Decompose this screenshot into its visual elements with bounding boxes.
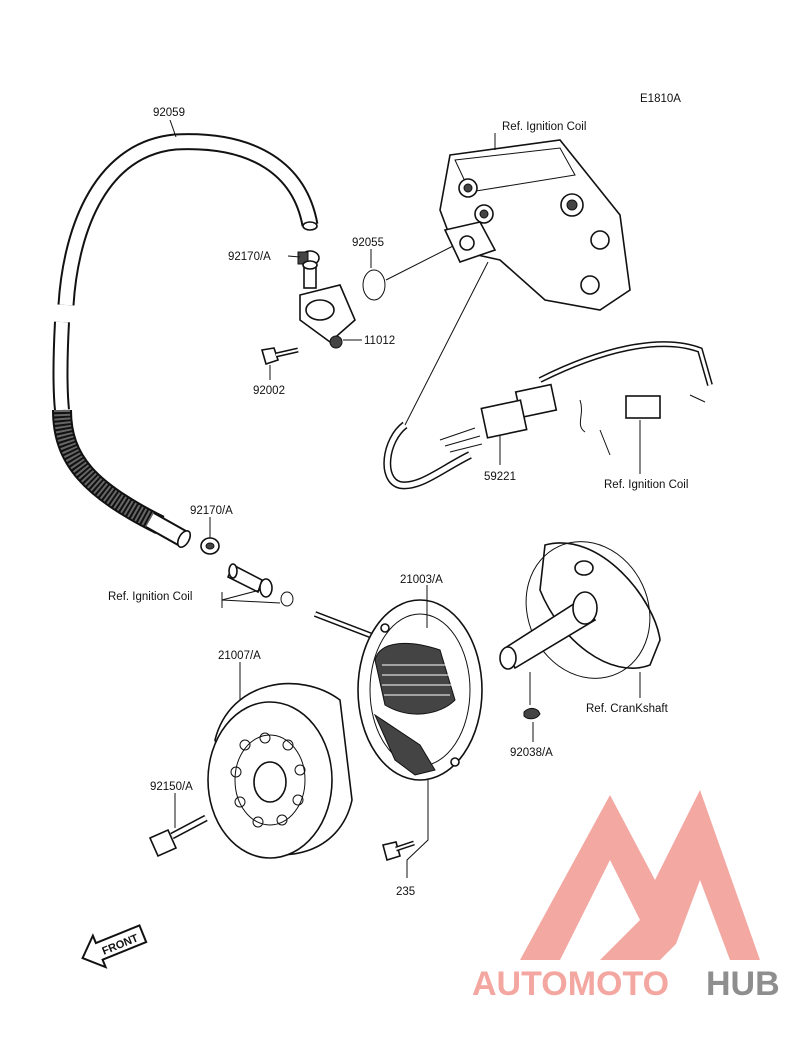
flywheel-21007a bbox=[207, 682, 353, 859]
key-92038a bbox=[523, 707, 541, 720]
bolt-235 bbox=[382, 840, 415, 862]
label-11012: 11012 bbox=[364, 335, 395, 347]
label-92150a: 92150/A bbox=[150, 781, 193, 793]
fitting-11012 bbox=[299, 260, 356, 349]
label-21003a: 21003/A bbox=[400, 574, 443, 586]
ignition-coil-housing bbox=[439, 139, 631, 311]
watermark-text-primary: AUTOMOTO bbox=[472, 965, 669, 1003]
label-92059: 92059 bbox=[153, 107, 185, 119]
wire-harness-59221 bbox=[383, 261, 713, 490]
label-ref-ignition-coil-right: Ref. Ignition Coil bbox=[604, 479, 688, 491]
nipple-fitting bbox=[226, 563, 294, 607]
label-92170a-top: 92170/A bbox=[228, 251, 271, 263]
label-59221: 59221 bbox=[484, 471, 516, 483]
hose-92059 bbox=[52, 133, 319, 548]
stator-21003a bbox=[313, 599, 483, 781]
diagram-id: E1810A bbox=[640, 93, 681, 105]
front-arrow-icon: FRONT bbox=[81, 924, 148, 969]
bolt-92002 bbox=[260, 347, 299, 366]
leader-235 bbox=[406, 780, 429, 878]
clamp-92170a-mid bbox=[200, 537, 220, 555]
oring-92055 bbox=[362, 269, 386, 301]
watermark-text-secondary: HUB bbox=[706, 965, 780, 1003]
watermark-logo bbox=[520, 790, 760, 960]
leader-ref-ignition-coil-left bbox=[221, 589, 281, 608]
line-oring-to-head bbox=[385, 244, 456, 281]
label-ref-crankshaft: Ref. CranKshaft bbox=[586, 703, 669, 715]
label-92002: 92002 bbox=[253, 385, 285, 397]
label-92170a-mid: 92170/A bbox=[190, 505, 233, 517]
leader-92170a-top bbox=[287, 255, 301, 258]
label-ref-ignition-coil-top: Ref. Ignition Coil bbox=[502, 121, 586, 133]
label-235: 235 bbox=[396, 886, 415, 898]
label-21007a: 21007/A bbox=[218, 650, 261, 662]
bolt-92150a bbox=[148, 814, 208, 858]
label-92055: 92055 bbox=[352, 237, 384, 249]
leader-92059 bbox=[169, 119, 177, 138]
label-92038a: 92038/A bbox=[510, 747, 553, 759]
crankshaft-ref bbox=[499, 541, 661, 679]
label-ref-ignition-coil-left: Ref. Ignition Coil bbox=[108, 591, 192, 603]
